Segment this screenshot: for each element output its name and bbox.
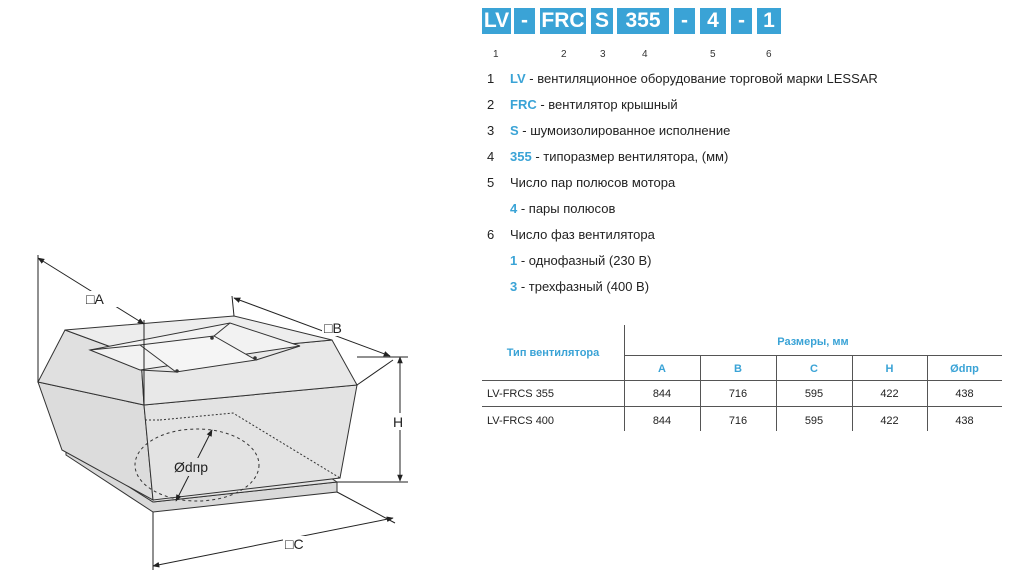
code-index: 5 xyxy=(710,49,716,60)
legend-text: - вентилятор крышный xyxy=(536,97,678,112)
legend-key: LV xyxy=(510,71,526,86)
legend-text: - трехфазный (400 В) xyxy=(517,279,650,294)
legend-text: - пары полюсов xyxy=(517,201,616,216)
table-cell: 844 xyxy=(652,415,672,427)
legend-number: 2 xyxy=(487,97,495,112)
table-cell: 716 xyxy=(728,415,748,427)
table-row-type: LV-FRCS 355 xyxy=(487,388,555,400)
table-row-type: LV-FRCS 400 xyxy=(487,415,555,427)
code-index: 1 xyxy=(493,49,499,60)
legend-number: 3 xyxy=(487,123,495,138)
type-column-header: Тип вентилятора xyxy=(506,347,600,359)
legend-text: Число пар полюсов мотора xyxy=(510,175,676,190)
code-segment-355: 355 xyxy=(617,8,669,34)
dim-label-b: □B xyxy=(324,320,342,336)
dim-label-d: Ødпр xyxy=(174,459,208,475)
code-segment-dash: - xyxy=(731,8,752,34)
column-header: C xyxy=(810,363,818,375)
code-segment-frc: FRC xyxy=(540,8,586,34)
legend-number: 5 xyxy=(487,175,495,190)
column-header: H xyxy=(885,363,894,375)
column-header: A xyxy=(658,363,666,375)
code-segment-s: S xyxy=(591,8,613,34)
table-cell: 716 xyxy=(728,388,748,400)
dim-label-a: □A xyxy=(86,291,104,307)
code-segment-4: 4 xyxy=(700,8,726,34)
code-segment-lv: LV xyxy=(482,8,511,34)
legend-text: Число фаз вентилятора xyxy=(510,227,655,242)
dimensions-group-header: Размеры, мм xyxy=(777,336,849,348)
code-index: 4 xyxy=(642,49,648,60)
fan-housing xyxy=(37,315,358,501)
fan-dimension-drawing: □A □B H □C Ødпр xyxy=(37,255,409,570)
table-cell: 422 xyxy=(880,415,899,427)
legend-text: - вентиляционное оборудование торговой м… xyxy=(525,71,878,86)
code-index: 2 xyxy=(561,49,567,60)
table-cell: 422 xyxy=(880,388,899,400)
legend-key: 1 xyxy=(510,253,518,268)
legend-key: 3 xyxy=(510,279,518,294)
legend-number: 4 xyxy=(487,149,495,164)
column-header: B xyxy=(734,363,742,375)
legend-number: 1 xyxy=(487,71,495,86)
code-segment-dash: - xyxy=(514,8,535,34)
table-cell: 438 xyxy=(955,415,974,427)
dim-label-h: H xyxy=(393,414,403,430)
code-index: 6 xyxy=(766,49,772,60)
table-cell: 844 xyxy=(652,388,672,400)
legend-key: S xyxy=(510,123,519,138)
column-header: Ødпр xyxy=(950,363,979,375)
table-cell: 438 xyxy=(955,388,974,400)
legend-text: - типоразмер вентилятора, (мм) xyxy=(531,149,729,164)
legend-key: 355 xyxy=(510,149,532,164)
code-index: 3 xyxy=(600,49,606,60)
legend-text: - шумоизолированное исполнение xyxy=(518,123,731,138)
legend-key: FRC xyxy=(510,97,537,112)
legend-key: 4 xyxy=(510,201,518,216)
table-cell: 595 xyxy=(804,388,824,400)
code-segment-dash: - xyxy=(674,8,695,34)
legend-number: 6 xyxy=(487,227,495,242)
dim-label-c: □C xyxy=(285,536,304,552)
table-cell: 595 xyxy=(804,415,824,427)
code-segment-1: 1 xyxy=(757,8,781,34)
legend-text: - однофазный (230 В) xyxy=(517,253,652,268)
dimensions-table: Тип вентилятора Размеры, мм A B C H Ødпр… xyxy=(482,325,1002,435)
